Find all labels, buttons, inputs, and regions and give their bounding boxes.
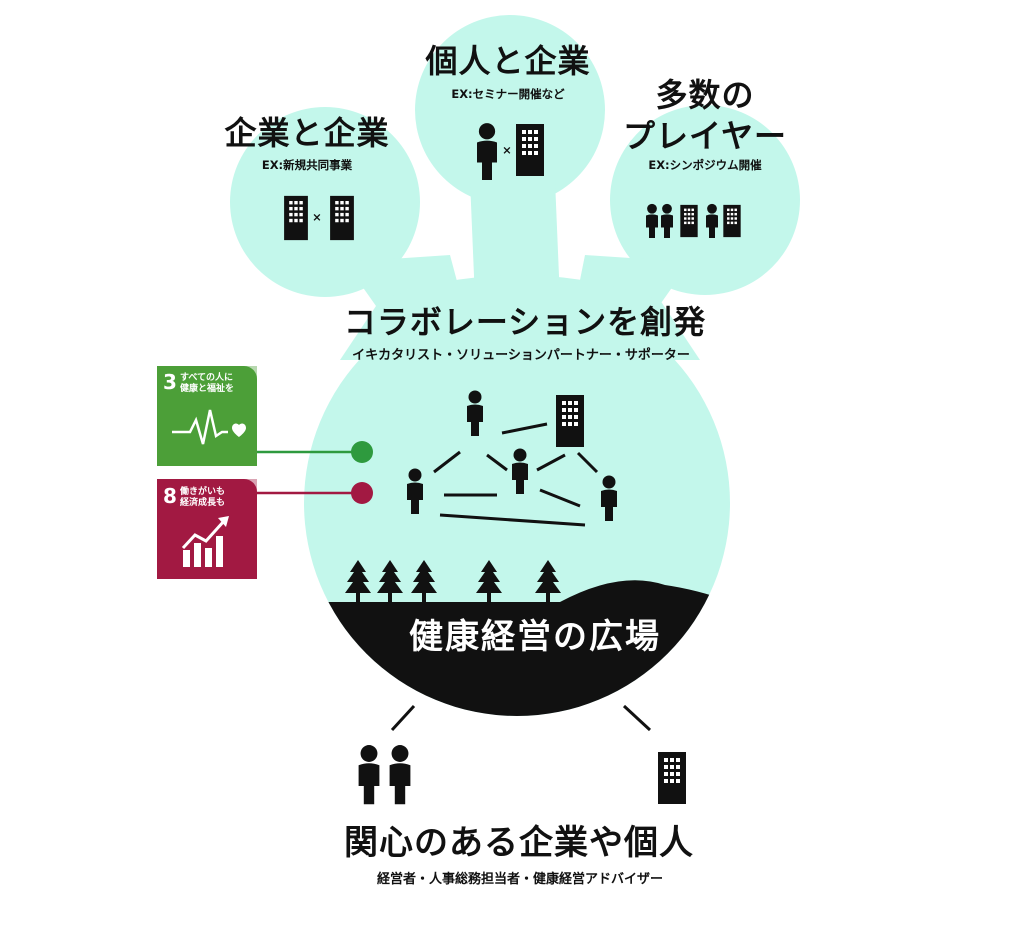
collaboration-roles: イキカタリスト・ソリューションパートナー・サポーター (352, 348, 690, 363)
right-node-title-line1: 多数の (655, 76, 755, 114)
building-icon (516, 124, 544, 176)
bottom-connectors (390, 704, 652, 732)
multiply-sign: × (502, 143, 512, 157)
center-node-title: 個人と企業 (425, 42, 591, 80)
heartbeat-icon (172, 409, 228, 445)
sdg-8-label: 働きがいも 経済成長も (180, 487, 244, 510)
right-node-example: EX:シンポジウム開催 (648, 158, 762, 172)
building-icon (556, 395, 584, 447)
person-icon (389, 745, 411, 805)
left-node-example: EX:新規共同事業 (261, 158, 353, 172)
bottom-icons (358, 745, 686, 805)
collaboration-title: コラボレーションを創発 (343, 303, 707, 341)
ground-hill (304, 580, 730, 716)
bottom-title: 関心のある企業や個人 (344, 823, 694, 863)
building-icon (723, 204, 741, 238)
sdg-3-number: 3 (163, 370, 177, 394)
building-icon (330, 195, 354, 241)
sdg-8-label-line1: 働きがいも (180, 487, 226, 497)
sdg-8-label-line2: 経済成長も (180, 498, 226, 509)
center-node-example: EX:セミナー開催など (451, 87, 565, 101)
sdg-tile-3 (157, 366, 257, 466)
person-icon (358, 745, 380, 805)
sdg-connector-red (257, 482, 373, 504)
left-node-title: 企業と企業 (224, 114, 390, 152)
building-icon (658, 752, 686, 804)
right-node-title-line2: プレイヤー (622, 117, 788, 155)
building-icon (680, 204, 698, 238)
building-icon (284, 195, 308, 241)
sdg-tile-8 (157, 479, 257, 579)
sdg-8-number: 8 (163, 484, 177, 508)
sdg-3-label-line1: すべての人に (180, 373, 234, 383)
sdg-connector-green (257, 441, 373, 463)
square-label: 健康経営の広場 (409, 617, 661, 657)
sdg-3-label: すべての人に 健康と福祉を (180, 373, 244, 396)
bottom-members: 経営者・人事総務担当者・健康経営アドバイザー (376, 872, 664, 887)
heart-icon (232, 423, 246, 437)
growth-chart-icon (183, 536, 223, 567)
sdg-3-label-line2: 健康と福祉を (180, 384, 235, 395)
network-lines (433, 422, 599, 527)
multiply-sign: × (312, 210, 322, 224)
